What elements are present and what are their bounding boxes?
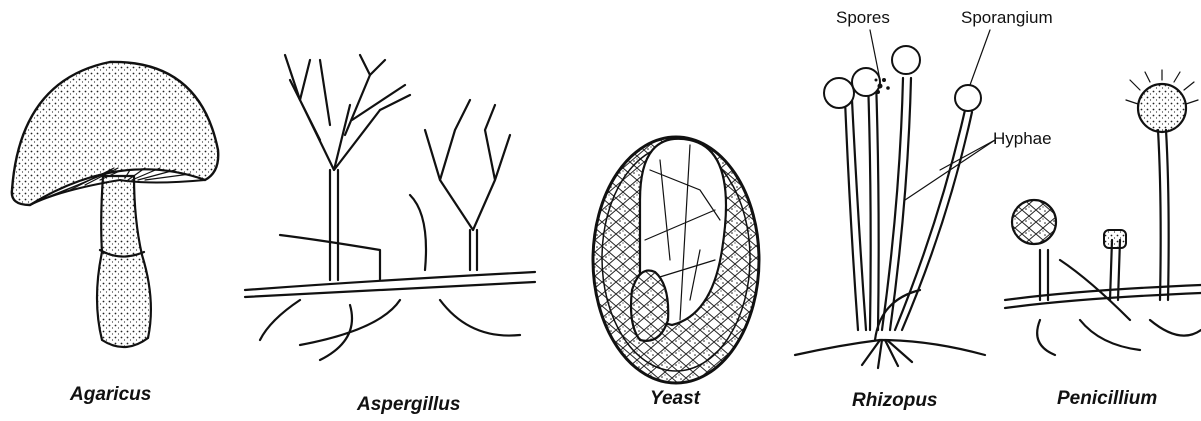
caption-aspergillus: Aspergillus [357,394,460,416]
caption-rhizopus: Rhizopus [852,390,938,412]
penicillium-conidia-head [1138,84,1186,132]
rhizopus-sporangium-3 [955,85,981,111]
caption-agaricus: Agaricus [70,384,151,406]
yeast-drawing [593,137,759,383]
rhizopus-drawing [795,30,995,368]
penicillium-spore-ball [1012,200,1056,244]
rhizopus-sporangium-2 [892,46,920,74]
penicillium-drawing [1005,70,1201,355]
agaricus-drawing [12,62,218,347]
hyphae-label: Hyphae [993,129,1052,149]
aspergillus-drawing [245,55,535,360]
caption-yeast: Yeast [650,388,700,410]
rhizopus-sporangium-1 [824,78,854,108]
spores-label: Spores [836,8,890,28]
yeast-nucleus [631,270,668,340]
caption-penicillium: Penicillium [1057,388,1157,410]
sporangium-label: Sporangium [961,8,1053,28]
agaricus-stalk [97,176,151,347]
